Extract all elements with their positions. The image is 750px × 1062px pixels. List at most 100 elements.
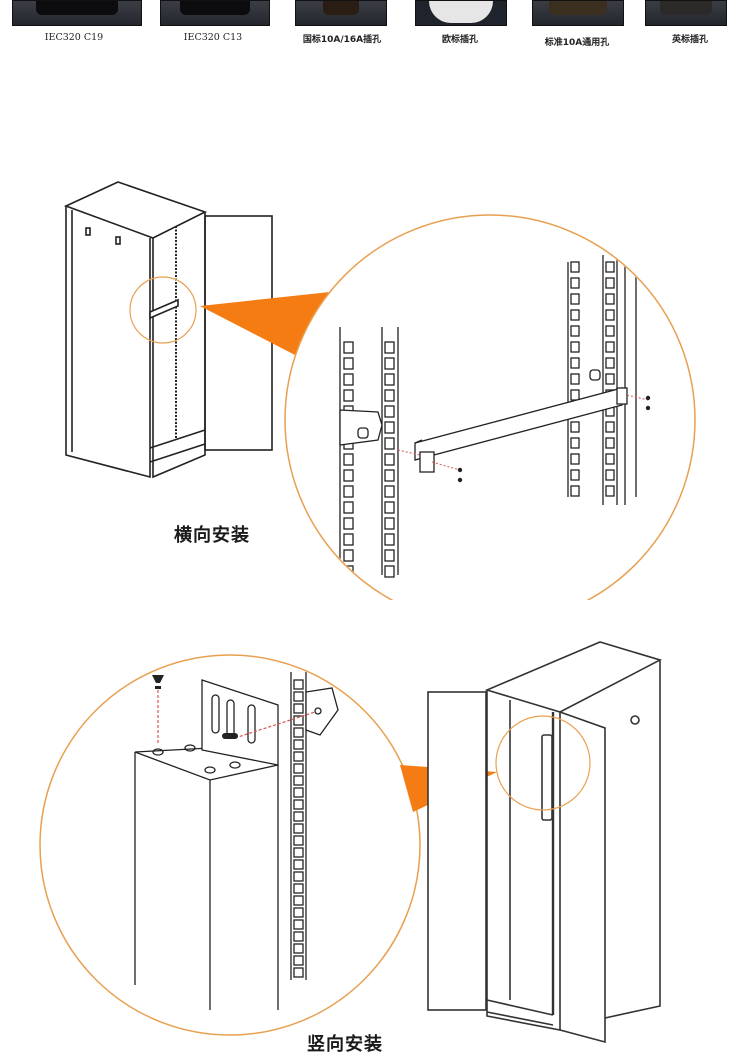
iec-c19-socket-icon (12, 0, 142, 26)
rail-hole (570, 261, 580, 273)
mounting-bracket (152, 679, 279, 774)
screw-icon (152, 675, 238, 739)
orange-pointer-arrow (200, 292, 330, 355)
rail-hole (293, 691, 304, 702)
horizontal-installation-caption: 横向安装 (174, 525, 250, 546)
rail-hole (384, 485, 395, 498)
rail-hole (605, 373, 615, 385)
rail-hole (293, 835, 304, 846)
rail-hole (343, 453, 354, 466)
rail-hole (293, 931, 304, 942)
rail-hole (605, 277, 615, 289)
rail-hole (293, 811, 304, 822)
rail-hole (293, 859, 304, 870)
rail-hole (293, 847, 304, 858)
rail-hole (343, 517, 354, 530)
rail-hole (570, 293, 580, 305)
rail-hole (293, 787, 304, 798)
rail-hole (570, 357, 580, 369)
socket-label: 英标插孔 (671, 35, 709, 45)
rail-hole (384, 501, 395, 514)
rail-hole (570, 421, 580, 433)
rail-hole (570, 373, 580, 385)
rail-hole (605, 437, 615, 449)
rail-hole (293, 919, 304, 930)
socket-label: 国标10A/16A插孔 (302, 35, 382, 45)
eu-socket-icon (415, 0, 507, 26)
rail-hole (605, 293, 615, 305)
rail-hole (384, 389, 395, 402)
socket-label: IEC320 C19 (44, 32, 104, 43)
universal-socket-icon (532, 0, 624, 26)
rail-hole (293, 775, 304, 786)
rail-hole (343, 373, 354, 386)
cabinet-illustration (427, 641, 663, 1044)
rail-hole (293, 883, 304, 894)
rail-hole (570, 309, 580, 321)
rail-hole (384, 405, 395, 418)
rail-hole (605, 325, 615, 337)
rail-hole (293, 823, 304, 834)
rail-hole (605, 469, 615, 481)
rail-hole (605, 421, 615, 433)
rail-hole (343, 485, 354, 498)
rail-hole (343, 549, 354, 562)
rail-hole (384, 565, 395, 578)
rail-hole (384, 517, 395, 530)
rail-hole (570, 277, 580, 289)
rail-hole (605, 261, 615, 273)
rail-hole (570, 437, 580, 449)
rail-hole (570, 341, 580, 353)
cabinet-illustration (63, 181, 273, 479)
rail-hole (605, 453, 615, 465)
rail-hole (570, 325, 580, 337)
socket-type-strip: IEC320 C19 IEC320 C13 国标10A/16A插孔 欧标插孔 标… (0, 0, 750, 60)
rail-hole (293, 751, 304, 762)
rail-hole (384, 357, 395, 370)
rail-hole (343, 533, 354, 546)
rail-hole (384, 469, 395, 482)
rail-hole (384, 437, 395, 450)
rail-hole (384, 549, 395, 562)
rail-hole (343, 341, 354, 354)
rail-hole (293, 703, 304, 714)
socket-label: 标准10A通用孔 (544, 38, 610, 48)
rail-hole (605, 309, 615, 321)
rail-hole (605, 357, 615, 369)
magnify-source-circle (129, 276, 197, 344)
rail-hole (293, 955, 304, 966)
rail-hole (293, 763, 304, 774)
rail-hole (293, 679, 304, 690)
rail-hole (343, 357, 354, 370)
rack-rail-vertical (290, 672, 339, 980)
rail-hole (293, 727, 304, 738)
left-rack-rail (339, 327, 399, 578)
rail-hole (343, 389, 354, 402)
rail-hole (293, 799, 304, 810)
vertical-installation-caption: 竖向安装 (307, 1034, 383, 1055)
rail-hole (605, 485, 615, 497)
rail-hole (570, 469, 580, 481)
rail-hole (293, 907, 304, 918)
horizontal-installation-diagram (63, 181, 696, 600)
rail-hole (384, 373, 395, 386)
rail-hole (384, 341, 395, 354)
socket-label: 欧标插孔 (441, 35, 479, 45)
rail-hole (293, 967, 304, 978)
rail-hole (343, 501, 354, 514)
rail-hole (570, 453, 580, 465)
cn-socket-icon (295, 0, 387, 26)
rail-hole (293, 895, 304, 906)
uk-socket-icon (645, 0, 727, 26)
rail-hole (605, 341, 615, 353)
magnified-detail-circle (284, 214, 696, 600)
socket-label: IEC320 C13 (183, 32, 243, 43)
rail-hole (293, 739, 304, 750)
rail-hole (293, 715, 304, 726)
rail-hole (293, 943, 304, 954)
rail-hole (570, 485, 580, 497)
rail-hole (384, 453, 395, 466)
rail-hole (343, 469, 354, 482)
pdu-vertical-body (134, 747, 279, 1010)
